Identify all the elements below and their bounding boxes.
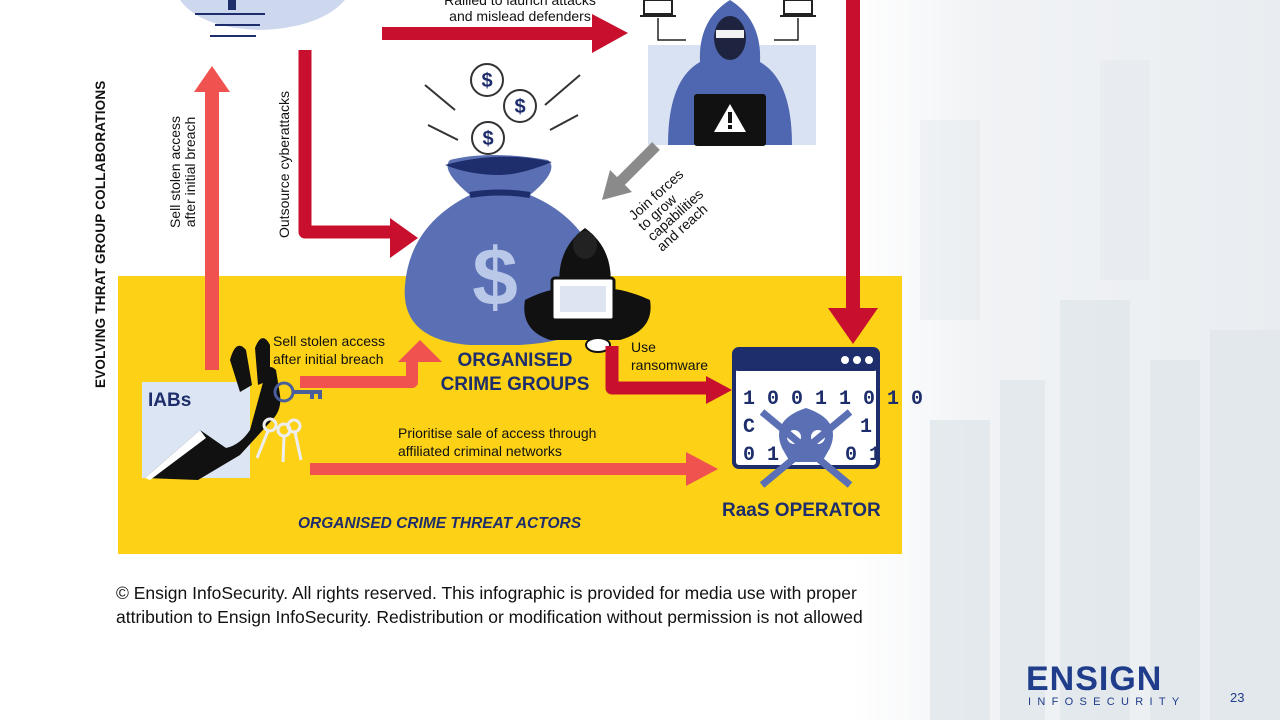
label-prioritise: Prioritise sale of access through affili… <box>398 425 597 459</box>
iabs-label: IABs <box>148 390 192 411</box>
label-use-ransomware: Use ransomware <box>631 339 709 373</box>
laptop-warning-icon <box>694 94 766 146</box>
arrow-sell-horizontal <box>300 340 442 388</box>
page-number: 23 <box>1230 690 1245 705</box>
skull-browser-icon: 1 0 0 1 1 0 1 0 C 1 0 1 0 1 <box>732 347 923 488</box>
label-sell-horizontal: Sell stolen access after initial breach <box>273 333 386 367</box>
hand-with-keys-icon <box>145 338 322 480</box>
arrow-rallied <box>382 14 628 53</box>
arrow-join-forces <box>602 142 660 200</box>
svg-text:$: $ <box>482 128 493 150</box>
logo-sub-text: INFOSECURITY <box>1028 696 1186 708</box>
logo-main-text: ENSIGN <box>1026 660 1163 698</box>
svg-text:C: C <box>743 416 755 439</box>
panel-title: ORGANISED CRIME THREAT ACTORS <box>298 515 582 532</box>
ensign-logo: ENSIGN INFOSECURITY <box>1026 662 1190 708</box>
network-node-icon <box>180 0 345 37</box>
arrow-to-raas <box>828 0 878 344</box>
svg-text:1: 1 <box>860 416 872 439</box>
sitting-hacker-icon <box>524 228 651 353</box>
svg-text:0 1: 0 1 <box>743 444 779 467</box>
svg-text:$: $ <box>481 70 492 92</box>
arrow-use-ransomware <box>605 346 732 404</box>
copyright-notice: © Ensign InfoSecurity. All rights reserv… <box>116 583 863 627</box>
background-cityscape <box>850 0 1280 720</box>
svg-text:1 0 0 1 1 0 1 0: 1 0 0 1 1 0 1 0 <box>743 388 923 411</box>
svg-text:$: $ <box>514 96 525 118</box>
raas-operator-label: RaaS OPERATOR <box>722 500 881 521</box>
svg-text:0 1: 0 1 <box>845 444 881 467</box>
dollar-coin-icon: $ $ $ <box>424 63 581 155</box>
arrow-outsource <box>298 50 418 258</box>
svg-text:$: $ <box>472 232 518 323</box>
label-rallied: Rallied to launch attacks and mislead de… <box>444 0 596 24</box>
organised-crime-groups-label: ORGANISED CRIME GROUPS <box>440 350 590 395</box>
arrow-prioritise <box>310 452 718 486</box>
arrow-sell-vertical <box>194 66 230 370</box>
label-sell-vertical: Sell stolen access after initial breach <box>167 115 198 229</box>
label-outsource: Outsource cyberattacks <box>276 90 292 238</box>
